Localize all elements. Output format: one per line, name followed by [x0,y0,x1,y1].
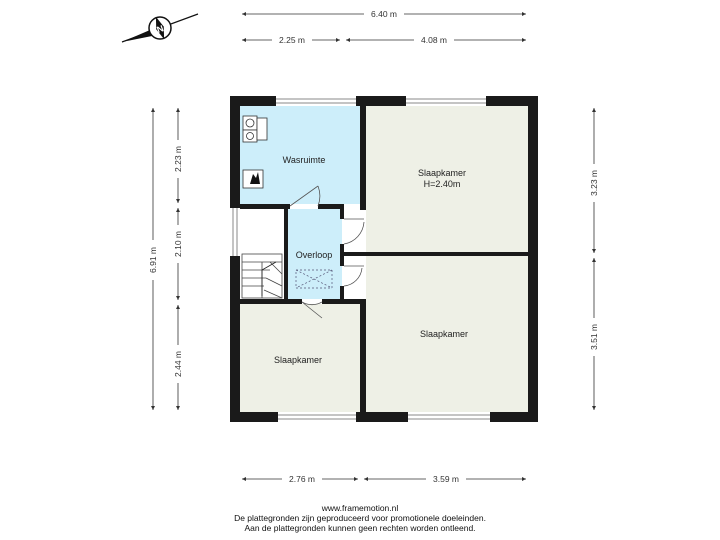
svg-text:2.10 m: 2.10 m [173,231,183,257]
dimension-left-top: 2.23 m [172,108,184,203]
svg-text:2.23 m: 2.23 m [173,146,183,172]
footer-website[interactable]: www.framemotion.nl [321,503,399,513]
footer-line-2: Aan de plattegronden kunnen geen rechten… [244,523,476,533]
svg-text:4.08 m: 4.08 m [421,35,447,45]
footer-line-1: De plattegronden zijn geproduceerd voor … [234,513,486,523]
dimension-left-total: 6.91 m [147,108,159,410]
room-label-slaapkamer-left: Slaapkamer [274,355,322,365]
svg-text:6.91 m: 6.91 m [148,247,158,273]
room-slaapkamer-top [366,106,528,252]
room-slaapkamer-left [240,304,360,412]
walls [230,96,538,422]
svg-text:3.59 m: 3.59 m [433,474,459,484]
room-label-slaapkamer-right: Slaapkamer [420,329,468,339]
svg-text:2.44 m: 2.44 m [173,351,183,377]
svg-text:3.51 m: 3.51 m [589,324,599,350]
room-label-overloop: Overloop [296,250,333,260]
dimension-bottom-right: 3.59 m [364,473,526,485]
room-label-height: H=2.40m [424,179,461,189]
room-label-slaapkamer-top: Slaapkamer [418,168,466,178]
dimension-left-bottom: 2.44 m [172,305,184,410]
svg-text:3.23 m: 3.23 m [589,170,599,196]
dimension-left-mid: 2.10 m [172,208,184,300]
svg-text:N: N [155,23,165,35]
dimension-right-top: 3.23 m [588,108,600,253]
dimension-top-left: 2.25 m [242,34,340,46]
svg-text:2.76 m: 2.76 m [289,474,315,484]
dimension-bottom-left: 2.76 m [242,473,358,485]
svg-text:6.40 m: 6.40 m [371,9,397,19]
room-label-wasruimte: Wasruimte [283,155,326,165]
svg-text:2.25 m: 2.25 m [279,35,305,45]
washing-machine-icon [242,115,268,143]
boiler-icon [242,169,264,189]
dimension-right-bottom: 3.51 m [588,258,600,410]
hatch-icon [295,269,333,289]
doors [289,185,365,319]
compass-icon: N [121,13,199,43]
windows [232,98,490,420]
room-overloop [286,209,342,299]
staircase-icon [241,253,283,299]
dimension-top-right: 4.08 m [346,34,526,46]
room-slaapkamer-right [366,256,528,412]
dimension-top-total: 6.40 m [242,8,526,20]
